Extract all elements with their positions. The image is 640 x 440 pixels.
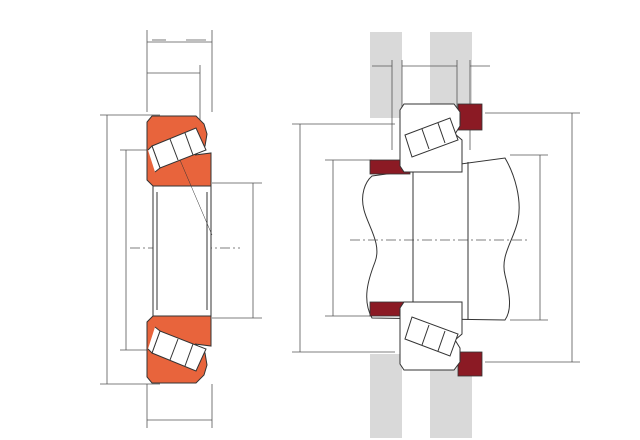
bottom-dimension-marks	[146, 384, 213, 428]
housing-seal-lower	[457, 351, 483, 377]
shaft	[362, 157, 520, 321]
bearing-mounted-on-shaft-in-housing	[292, 32, 580, 438]
roller-upper	[147, 127, 207, 173]
outer-diameter-dimension	[100, 114, 160, 385]
top-dimension-marks	[146, 30, 213, 120]
contact-angle-line	[179, 159, 213, 236]
mounted-roller-lower	[404, 316, 459, 357]
cage-edge	[147, 145, 161, 173]
roller-line	[169, 138, 179, 161]
roller-line	[184, 132, 194, 156]
inner-ring	[152, 185, 212, 317]
roller-line	[421, 128, 430, 150]
roller-lower	[147, 326, 207, 372]
roller-line	[421, 324, 430, 346]
housing-seal-upper	[457, 103, 483, 131]
roller-line	[169, 338, 179, 361]
roller-line	[184, 343, 194, 367]
mounted-roller-upper	[404, 117, 459, 158]
roller-line	[437, 330, 446, 352]
mount-left-dimensions	[292, 123, 395, 353]
roller-line	[437, 122, 446, 144]
tapered-roller-bearing-section	[100, 30, 262, 428]
mount-right-dimensions	[485, 112, 580, 363]
cage-edge	[147, 326, 161, 354]
